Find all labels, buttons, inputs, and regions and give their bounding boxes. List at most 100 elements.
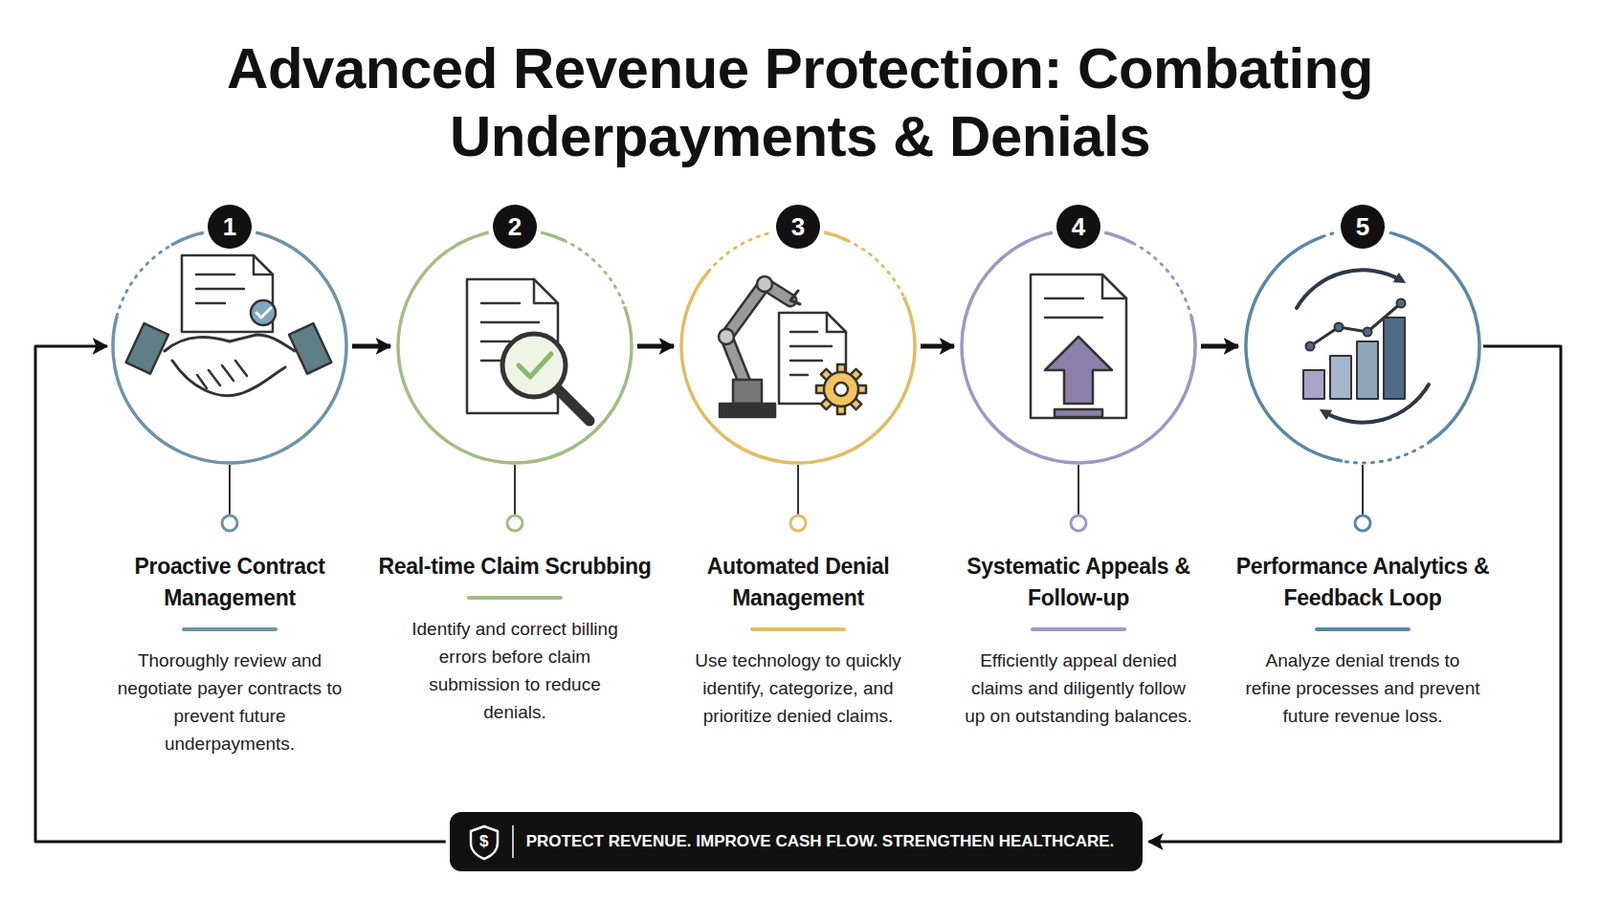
dollar-symbol: $ <box>474 832 494 852</box>
circle-dotted-arc <box>116 244 172 316</box>
leader-line <box>1361 465 1364 515</box>
robot-arm-icon <box>790 290 800 305</box>
analytics-chart-icon <box>1303 370 1325 400</box>
analytics-chart-icon <box>1397 299 1406 309</box>
step-outline <box>659 225 937 542</box>
contract-handshake-icon <box>126 323 169 375</box>
robot-arm-icon <box>756 276 773 292</box>
circle-outline <box>1245 233 1480 462</box>
leader-line <box>513 465 516 515</box>
contract-handshake-icon <box>250 300 276 326</box>
contract-handshake-icon <box>172 360 286 397</box>
contract-handshake-icon <box>197 360 247 389</box>
analytics-chart-icon <box>1296 269 1429 423</box>
flow-arrow <box>35 346 446 843</box>
step-outline <box>90 225 369 542</box>
step-heading: Automated Denial Management <box>659 551 937 615</box>
analytics-chart-icon <box>1334 323 1344 333</box>
step-text-column: Real-time Claim ScrubbingIdentify and co… <box>376 551 654 727</box>
circle-outline <box>681 229 915 464</box>
step-heading: Proactive Contract Management <box>90 551 369 615</box>
appeal-upload-icon <box>1030 274 1127 419</box>
robot-arm-icon <box>718 276 867 418</box>
flow-arrow <box>1148 346 1561 843</box>
flow-arrow <box>920 344 955 350</box>
circle-dotted-arc <box>1133 243 1192 316</box>
step-outline <box>376 225 654 542</box>
banner-slogan: PROTECT REVENUE. IMPROVE CASH FLOW. STRE… <box>526 831 1115 853</box>
step-description: Analyze denial trends to refine processe… <box>1243 646 1483 731</box>
contract-handshake-icon <box>256 308 271 318</box>
step-heading: Performance Analytics & Feedback Loop <box>1223 551 1502 615</box>
slogan-banner: PROTECT REVENUE. IMPROVE CASH FLOW. STRE… <box>449 812 1144 872</box>
analytics-chart-icon <box>1383 317 1405 400</box>
flow-arrow <box>637 344 674 350</box>
appeal-upload-icon <box>1102 274 1127 299</box>
step-number-badge: 2 <box>492 204 537 249</box>
contract-handshake-icon <box>196 274 245 304</box>
leader-ring <box>1070 515 1087 532</box>
circle-dotted-arc <box>564 240 625 307</box>
analytics-chart-icon <box>1330 355 1352 400</box>
step-description: Efficiently appeal denied claims and dil… <box>958 646 1199 731</box>
step-description: Identify and correct billing errors befo… <box>395 615 635 727</box>
leader-ring <box>222 515 238 532</box>
banner-separator <box>511 825 514 859</box>
flow-arrow <box>352 344 391 350</box>
step-heading: Real-time Claim Scrubbing <box>376 551 654 583</box>
contract-handshake-icon <box>126 255 333 397</box>
robot-arm-icon <box>733 379 762 404</box>
step-circle: Proactive Contract ManagementThoroughly … <box>90 225 369 758</box>
claim-scrub-icon <box>518 354 552 378</box>
leader-ring <box>507 515 523 532</box>
step-circle: Performance Analytics & Feedback LoopAna… <box>1223 225 1502 731</box>
step-description: Thoroughly review and negotiate payer co… <box>110 646 350 758</box>
step-circle: Systematic Appeals & Follow-upEfficientl… <box>939 225 1218 731</box>
analytics-chart-icon <box>1310 303 1401 347</box>
circle-outline <box>398 229 632 464</box>
circle-outline <box>112 229 347 464</box>
leader-ring <box>790 515 806 532</box>
contract-handshake-icon <box>164 334 295 352</box>
claim-scrub-icon <box>556 388 590 422</box>
robot-arm-icon <box>834 382 848 397</box>
heading-underline <box>1030 627 1127 632</box>
step-text-column: Performance Analytics & Feedback LoopAna… <box>1223 551 1502 731</box>
step-text-column: Automated Denial ManagementUse technolog… <box>659 551 937 731</box>
heading-underline <box>181 627 278 632</box>
analytics-chart-icon <box>1306 342 1315 352</box>
step-outline <box>939 225 1218 542</box>
diagram-title: Advanced Revenue Protection: Combating U… <box>177 34 1423 171</box>
appeal-upload-icon <box>1044 298 1103 318</box>
analytics-chart-icon <box>1296 269 1401 309</box>
robot-arm-icon <box>826 312 846 333</box>
step-text-column: Proactive Contract ManagementThoroughly … <box>90 551 369 758</box>
heading-underline <box>466 596 563 600</box>
circle-outline <box>961 229 1196 464</box>
heading-underline <box>1314 627 1411 632</box>
claim-scrub-icon <box>466 279 590 422</box>
step-circle: Automated Denial ManagementUse technolog… <box>659 225 937 731</box>
contract-handshake-icon <box>288 323 332 375</box>
step-outline <box>1223 225 1502 542</box>
leader-line <box>1077 465 1080 515</box>
robot-arm-icon <box>823 372 859 407</box>
leader-line <box>797 465 800 515</box>
robot-arm-icon <box>726 284 791 390</box>
shield-outline <box>470 826 498 860</box>
appeal-upload-icon <box>1044 336 1112 404</box>
leader-ring <box>1355 515 1371 532</box>
contract-handshake-icon <box>253 255 273 275</box>
appeal-upload-icon <box>1030 274 1127 419</box>
analytics-chart-icon <box>1363 328 1373 337</box>
flow-arrow <box>1200 344 1239 350</box>
robot-arm-icon <box>718 329 734 345</box>
claim-scrub-icon <box>502 333 566 398</box>
step-number-badge: 5 <box>1340 204 1385 249</box>
step-heading: Systematic Appeals & Follow-up <box>939 551 1218 615</box>
robot-arm-icon <box>816 364 867 415</box>
appeal-upload-icon <box>1054 409 1103 418</box>
robot-arm-icon <box>726 284 791 390</box>
